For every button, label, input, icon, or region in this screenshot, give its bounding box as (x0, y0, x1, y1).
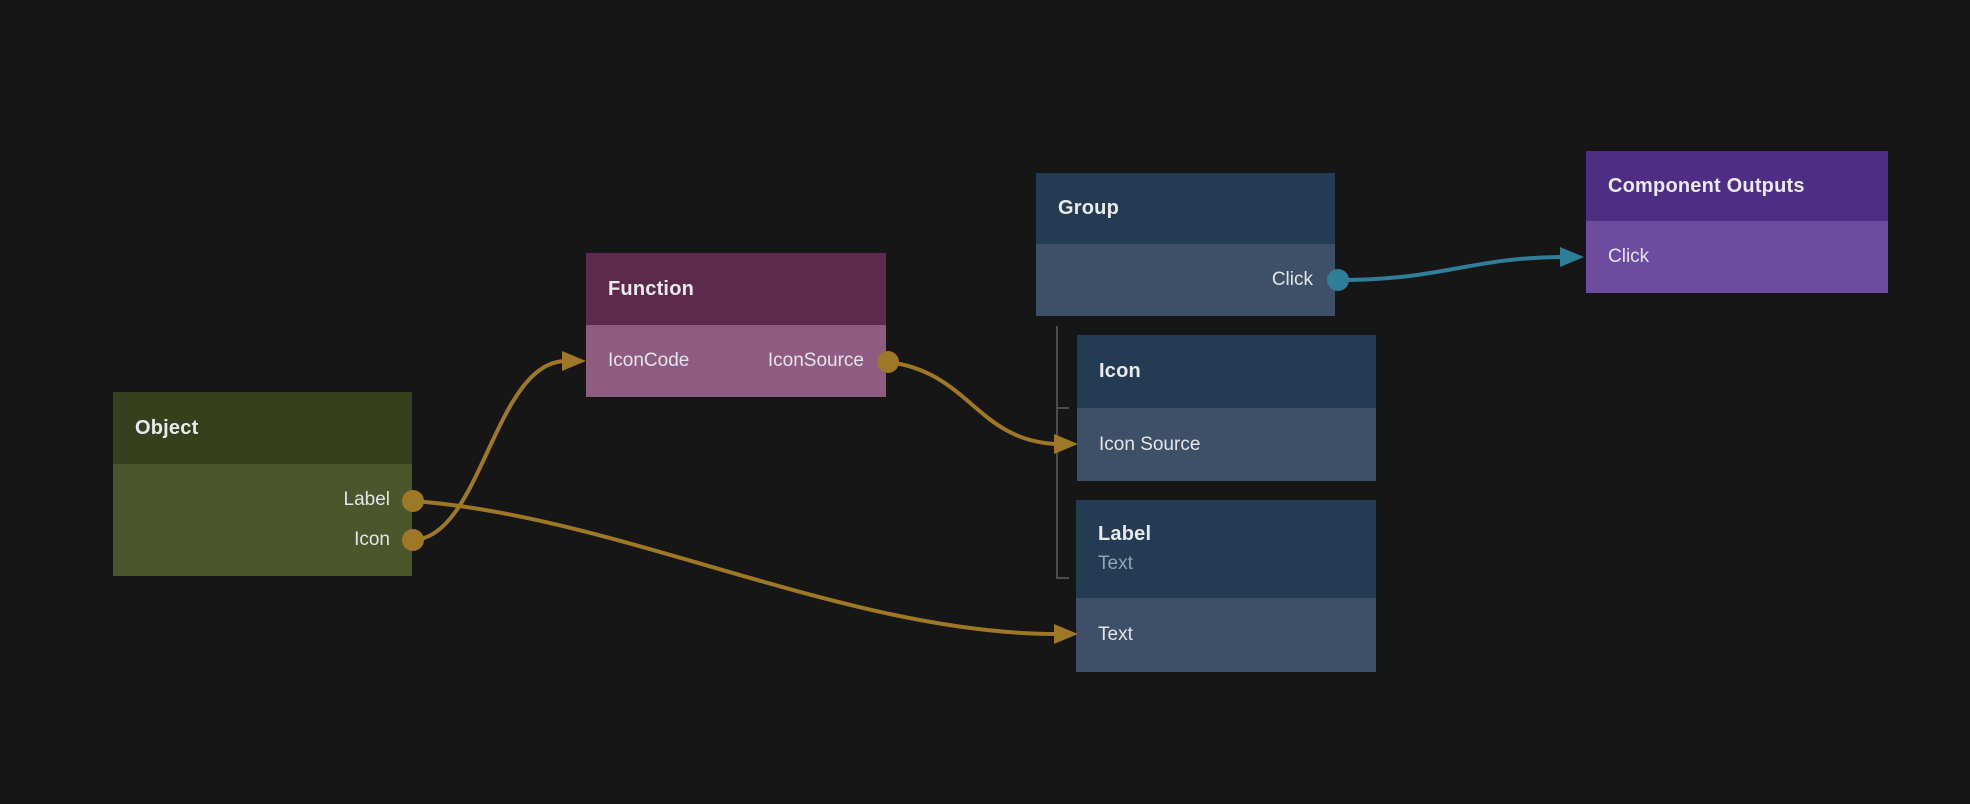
port-label-text-text: Text (1098, 624, 1133, 645)
node-object-title: Object (135, 416, 199, 439)
node-function-title: Function (608, 277, 695, 300)
node-function-header[interactable]: Function (586, 253, 886, 325)
port-icon-iconsource-text: Icon Source (1099, 433, 1201, 455)
edge-object-icon-to-function-iconcode[interactable] (411, 359, 568, 542)
node-object-body: Label Icon (113, 464, 412, 576)
node-label-header[interactable]: Label Text (1076, 500, 1376, 598)
node-object[interactable]: Object Label Icon (113, 392, 412, 576)
node-component-outputs-body: Click (1586, 221, 1888, 293)
port-component-outputs-click-text: Click (1608, 246, 1650, 267)
node-group[interactable]: Group Click (1036, 173, 1335, 316)
port-object-label-text: Label (343, 489, 391, 510)
node-label-subtitle: Text (1098, 553, 1133, 574)
edge-object-label-to-label-text[interactable] (411, 499, 1058, 636)
node-label-body: Text (1076, 598, 1376, 672)
node-object-header[interactable]: Object (113, 392, 412, 464)
port-function-iconsource-output[interactable]: IconSource (767, 350, 864, 371)
edge-group-click-to-component-outputs-click[interactable] (1336, 255, 1562, 282)
node-icon[interactable]: Icon Icon Source (1077, 335, 1376, 481)
node-function[interactable]: Function IconCode IconSource (586, 253, 886, 397)
port-object-icon-output[interactable]: Icon (113, 520, 412, 560)
node-group-header[interactable]: Group (1036, 173, 1335, 244)
group-children-tree-connector (1056, 326, 1069, 579)
node-icon-body: Icon Source (1077, 408, 1376, 481)
node-group-title: Group (1058, 197, 1119, 219)
node-icon-header[interactable]: Icon (1077, 335, 1376, 408)
port-object-label-output[interactable]: Label (113, 480, 412, 520)
arrowhead-component-outputs-click (1560, 247, 1584, 267)
node-component-outputs[interactable]: Component Outputs Click (1586, 151, 1888, 293)
port-function-iconcode-input[interactable]: IconCode (608, 350, 690, 371)
port-icon-iconsource-input[interactable]: Icon Source (1077, 408, 1376, 481)
node-icon-title: Icon (1099, 360, 1141, 382)
port-label-text-input[interactable]: Text (1076, 598, 1376, 672)
port-group-click-output[interactable]: Click (1036, 244, 1335, 316)
node-label[interactable]: Label Text Text (1076, 500, 1376, 672)
node-component-outputs-header[interactable]: Component Outputs (1586, 151, 1888, 221)
node-component-outputs-title: Component Outputs (1608, 174, 1805, 197)
edge-function-iconsource-to-icon-iconsource[interactable] (886, 360, 1058, 446)
port-group-click-text: Click (1271, 269, 1313, 290)
port-component-outputs-click-input[interactable]: Click (1586, 221, 1888, 293)
port-object-icon-text: Icon (354, 529, 390, 550)
node-function-body: IconCode IconSource (586, 325, 886, 397)
node-label-title: Label (1098, 523, 1152, 545)
node-group-body: Click (1036, 244, 1335, 316)
